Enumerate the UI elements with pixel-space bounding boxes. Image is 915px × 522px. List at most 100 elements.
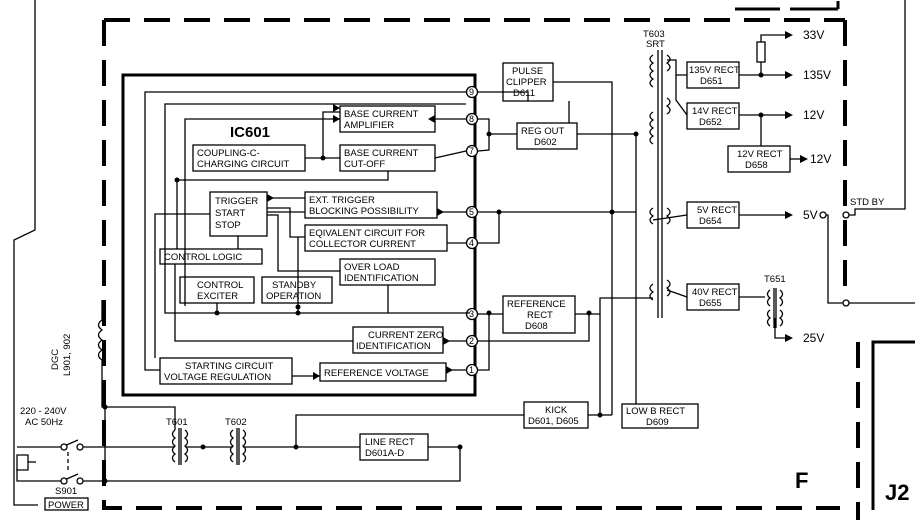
svg-text:D655: D655	[699, 298, 722, 309]
svg-text:COLLECTOR CURRENT: COLLECTOR CURRENT	[309, 239, 416, 250]
section-border-j2	[871, 340, 915, 510]
svg-text:SRT: SRT	[646, 39, 665, 50]
block-reference-voltage: REFERENCE VOLTAGE	[319, 362, 447, 382]
svg-text:T603: T603	[643, 29, 665, 40]
pin-8	[465, 112, 479, 126]
svg-text:8: 8	[469, 114, 474, 124]
resistor-r651	[756, 41, 766, 63]
transformer-t651	[766, 288, 784, 328]
svg-text:BLOCKING POSSIBILITY: BLOCKING POSSIBILITY	[309, 206, 419, 217]
pin-1	[465, 363, 479, 377]
svg-text:REG OUT: REG OUT	[521, 126, 564, 137]
svg-text:REFERENCE: REFERENCE	[507, 299, 566, 310]
svg-text:CLIPPER: CLIPPER	[506, 77, 547, 88]
block-current-zero: CURRENT ZERO IDENTIFICATION	[352, 326, 444, 354]
svg-text:T651: T651	[764, 274, 786, 285]
svg-text:CONTROL LOGIC: CONTROL LOGIC	[164, 252, 242, 263]
svg-text:2: 2	[469, 336, 474, 346]
svg-text:D652: D652	[699, 117, 722, 128]
svg-text:COUPLING-C-: COUPLING-C-	[197, 148, 260, 159]
block-14v-rect: 14V RECT D652	[686, 102, 740, 130]
svg-text:VOLTAGE REGULATION: VOLTAGE REGULATION	[164, 372, 271, 383]
block-ext-trigger: EXT. TRIGGER BLOCKING POSSIBILITY	[304, 191, 438, 219]
block-reference-rect: REFERENCE RECT D608	[502, 295, 576, 334]
dgc-coil	[97, 319, 104, 361]
svg-text:IDENTIFICATION: IDENTIFICATION	[344, 273, 419, 284]
pin-9	[465, 85, 479, 99]
svg-text:1: 1	[469, 365, 474, 375]
svg-text:STARTING CIRCUIT: STARTING CIRCUIT	[185, 361, 274, 372]
svg-text:40V RECT: 40V RECT	[692, 287, 738, 298]
block-coupling-charging: COUPLING-C- CHARGING CIRCUIT	[192, 144, 306, 172]
svg-text:IDENTIFICATION: IDENTIFICATION	[356, 341, 431, 352]
block-low-b-rect: LOW B RECT D609	[621, 403, 699, 429]
svg-text:START: START	[215, 208, 245, 219]
svg-text:14V RECT: 14V RECT	[692, 106, 738, 117]
svg-text:STANDBY: STANDBY	[272, 280, 317, 291]
external-wiring	[295, 0, 915, 447]
pin-2	[465, 334, 479, 348]
svg-text:REFERENCE VOLTAGE: REFERENCE VOLTAGE	[324, 368, 429, 379]
svg-text:T602: T602	[225, 417, 247, 428]
svg-text:RECT: RECT	[527, 310, 553, 321]
ic601-outline	[121, 73, 477, 397]
pin-5	[465, 205, 479, 219]
svg-text:3: 3	[469, 309, 474, 319]
svg-text:S901: S901	[55, 486, 77, 497]
svg-text:D611: D611	[513, 88, 535, 99]
block-kick: KICK D601, D605	[523, 401, 589, 429]
svg-text:CONTROL: CONTROL	[197, 280, 243, 291]
svg-text:5V RECT: 5V RECT	[697, 205, 737, 216]
svg-text:D651: D651	[700, 76, 723, 87]
svg-text:33V: 33V	[803, 28, 824, 42]
block-control-exciter: CONTROL EXCITER	[179, 276, 255, 304]
block-trigger-start-stop: TRIGGER START STOP	[209, 191, 268, 237]
svg-text:DGC: DGC	[50, 349, 61, 370]
block-line-rect: LINE RECT D601A-D	[359, 433, 429, 461]
transformer-t601	[171, 428, 189, 465]
svg-text:D601, D605: D601, D605	[528, 416, 579, 427]
svg-text:D608: D608	[525, 321, 548, 332]
svg-text:D654: D654	[699, 216, 722, 227]
svg-text:BASE CURRENT: BASE CURRENT	[344, 109, 419, 120]
ic601-title: IC601	[230, 124, 270, 141]
block-40v-rect: 40V RECT D655	[686, 283, 740, 311]
transformer-t602	[229, 428, 247, 465]
block-eqiv-circuit: EQIVALENT CIRCUIT FOR COLLECTOR CURRENT	[304, 224, 448, 252]
plug-icon	[16, 454, 29, 471]
svg-text:EXT. TRIGGER: EXT. TRIGGER	[309, 195, 375, 206]
block-base-current-cutoff: BASE CURRENT CUT-OFF	[339, 144, 436, 172]
svg-text:LOW B RECT: LOW B RECT	[626, 406, 685, 417]
svg-text:CURRENT ZERO: CURRENT ZERO	[368, 330, 443, 341]
transformer-t603	[649, 50, 671, 318]
mains-wiring	[13, 0, 461, 506]
block-base-current-amplifier: BASE CURRENT AMPLIFIER	[339, 105, 436, 133]
block-overload: OVER LOAD IDENTIFICATION	[339, 258, 436, 286]
output-arrows	[267, 31, 808, 380]
svg-text:CUT-OFF: CUT-OFF	[344, 159, 385, 170]
pin-4	[465, 236, 479, 250]
svg-text:PULSE: PULSE	[512, 66, 543, 77]
svg-text:135V RECT: 135V RECT	[689, 65, 740, 76]
section-letter-j2: J2	[885, 480, 909, 505]
svg-text:EXCITER: EXCITER	[197, 291, 238, 302]
svg-text:BASE CURRENT: BASE CURRENT	[344, 148, 419, 159]
svg-text:OPERATION: OPERATION	[266, 291, 321, 302]
block-standby-operation: STANDBY OPERATION	[261, 276, 333, 304]
svg-text:STD BY: STD BY	[850, 197, 885, 208]
svg-text:4: 4	[469, 238, 474, 248]
svg-text:POWER: POWER	[48, 500, 84, 511]
svg-text:D658: D658	[745, 160, 768, 171]
svg-text:L901, 902: L901, 902	[62, 334, 73, 376]
svg-text:KICK: KICK	[545, 405, 568, 416]
svg-text:D609: D609	[646, 417, 669, 428]
section-border-f	[102, 20, 840, 510]
svg-text:D602: D602	[534, 137, 557, 148]
svg-text:135V: 135V	[803, 68, 831, 82]
svg-text:7: 7	[469, 146, 474, 156]
section-letter-f: F	[795, 468, 808, 493]
svg-text:EQIVALENT CIRCUIT FOR: EQIVALENT CIRCUIT FOR	[309, 228, 425, 239]
ic-pins: 9 8 7 5 4 3 2 1	[465, 85, 479, 377]
svg-text:12V: 12V	[803, 108, 824, 122]
